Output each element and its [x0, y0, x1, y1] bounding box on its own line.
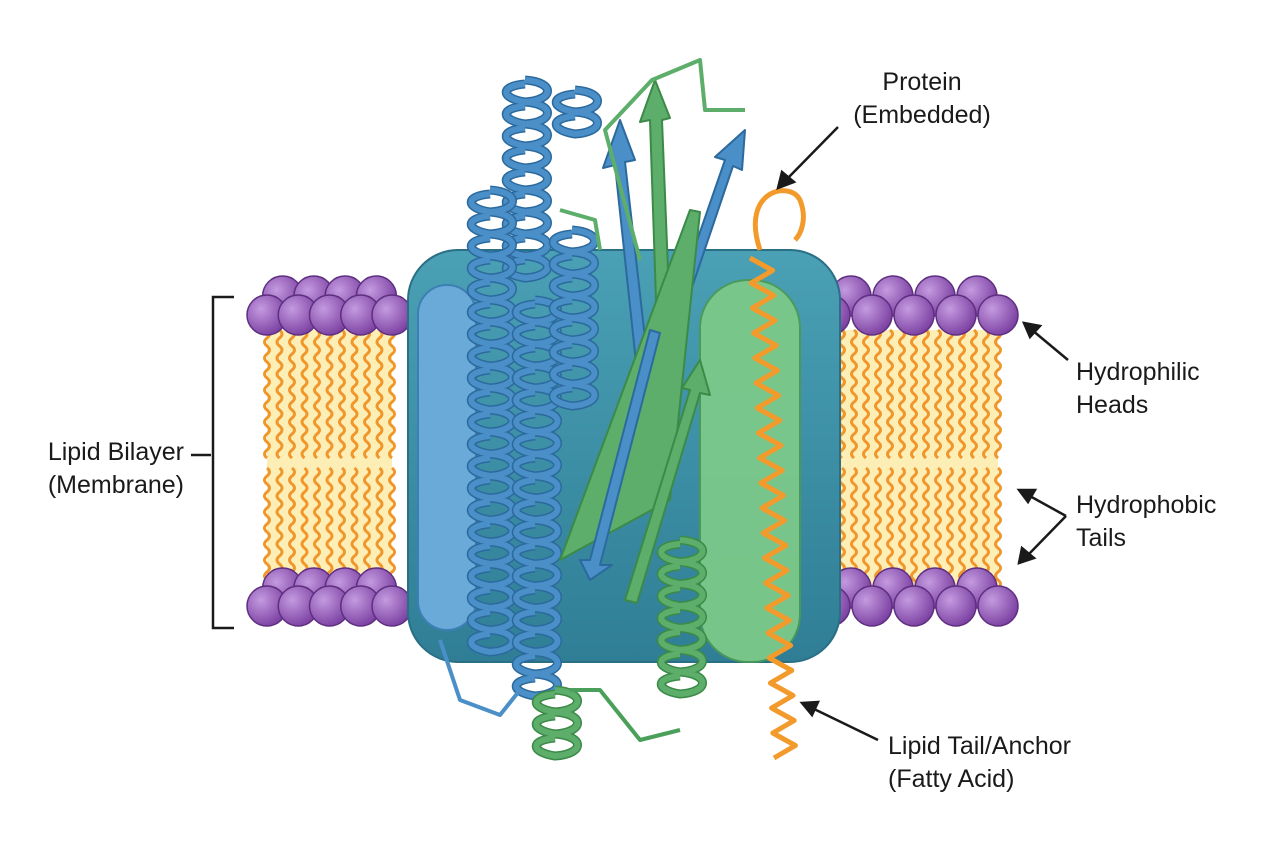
- heads-label: Hydrophilic Heads: [1076, 356, 1200, 422]
- alpha-helix: [531, 685, 582, 761]
- anchor-arrow: [811, 706, 879, 742]
- hydrophilic-head: [935, 585, 977, 627]
- anchor-label-line2: (Fatty Acid): [888, 765, 1015, 793]
- hydrophobic-tail: [263, 466, 271, 598]
- hydrophobic-tail: [300, 328, 309, 460]
- hydrophobic-tail: [910, 466, 918, 598]
- alpha-helix: [553, 87, 601, 138]
- annotation-arrows: [191, 126, 1069, 742]
- hydrophobic-tail: [338, 328, 346, 460]
- bilayer-bracket: [211, 295, 234, 630]
- anchor-hook: [752, 188, 806, 251]
- bilayer-label: Lipid Bilayer (Membrane): [0, 436, 184, 502]
- hydrophobic-tail: [898, 328, 906, 460]
- green-cylinder: [699, 279, 801, 663]
- hydrophobic-tail: [263, 328, 271, 460]
- hydrophobic-tail: [886, 328, 894, 460]
- hydrophobic-tail: [946, 328, 954, 460]
- anchor-label: Lipid Tail/Anchor (Fatty Acid): [888, 730, 1071, 796]
- hydrophilic-head: [977, 294, 1019, 336]
- hydrophobic-tail: [850, 328, 858, 460]
- left-lipid-bilayer: [246, 275, 413, 627]
- bilayer-label-line1: Lipid Bilayer: [47, 438, 184, 466]
- hydrophobic-tail: [970, 328, 978, 460]
- beta-strands: [438, 58, 746, 742]
- heads-arrow: [1031, 329, 1069, 361]
- hydrophilic-head: [935, 294, 977, 336]
- hydrophobic-tail: [388, 328, 396, 460]
- tail-region: [267, 330, 392, 595]
- bilayer-label-line2: (Membrane): [47, 471, 184, 499]
- hydrophobic-tail: [275, 328, 284, 460]
- protein-label-line1: Protein: [882, 68, 962, 96]
- hydrophilic-head: [851, 585, 893, 627]
- hydrophobic-tail: [958, 328, 966, 460]
- right-lipid-bilayer: [809, 275, 1019, 627]
- alpha-helix: [513, 297, 561, 700]
- hydrophilic-head: [893, 294, 935, 336]
- hydrophobic-tail: [922, 328, 930, 460]
- alpha-helix: [468, 187, 516, 656]
- lipid-anchor-fatty-acid: [748, 255, 798, 761]
- alpha-helix: [503, 77, 551, 282]
- protein-label-line2: (Embedded): [853, 101, 991, 129]
- hydrophilic-head: [851, 294, 893, 336]
- heads-label-line2: Heads: [1076, 391, 1149, 419]
- hydrophobic-tail: [325, 328, 334, 460]
- protein-label: Protein (Embedded): [842, 66, 1002, 132]
- alpha-helix: [550, 227, 598, 410]
- protein-helices: [466, 75, 707, 761]
- hydrophobic-tail: [350, 328, 359, 460]
- tails-arrow-upper: [1027, 493, 1067, 518]
- hydrophobic-tail: [994, 328, 1002, 460]
- tails-label: Hydrophobic Tails: [1076, 489, 1216, 555]
- anchor-label-line1: Lipid Tail/Anchor: [888, 732, 1071, 760]
- alpha-helix: [533, 687, 581, 760]
- tails-label-line2: Tails: [1076, 524, 1127, 552]
- hydrophobic-tail: [994, 466, 1002, 598]
- hydrophilic-head: [893, 585, 935, 627]
- hydrophobic-tail: [313, 328, 321, 460]
- hydrophobic-tail: [363, 328, 371, 460]
- hydrophobic-tail: [862, 328, 870, 460]
- heads-label-line1: Hydrophilic: [1076, 358, 1200, 386]
- hydrophilic-head: [371, 585, 413, 627]
- tails-label-line1: Hydrophobic: [1076, 491, 1217, 519]
- hydrophobic-tail: [958, 466, 966, 598]
- hydrophobic-tail: [910, 328, 918, 460]
- protein-arrow: [785, 126, 839, 181]
- hydrophobic-tail: [874, 328, 882, 460]
- hydrophilic-head: [977, 585, 1019, 627]
- hydrophobic-tail: [288, 328, 296, 460]
- hydrophobic-tail: [874, 466, 882, 598]
- tail-region: [830, 330, 998, 595]
- hydrophobic-tail: [375, 328, 384, 460]
- hydrophobic-tail: [934, 328, 942, 460]
- tails-arrow-lower: [1027, 515, 1067, 556]
- hydrophilic-head: [371, 294, 413, 336]
- hydrophobic-tail: [982, 328, 990, 460]
- alpha-helix: [658, 537, 706, 698]
